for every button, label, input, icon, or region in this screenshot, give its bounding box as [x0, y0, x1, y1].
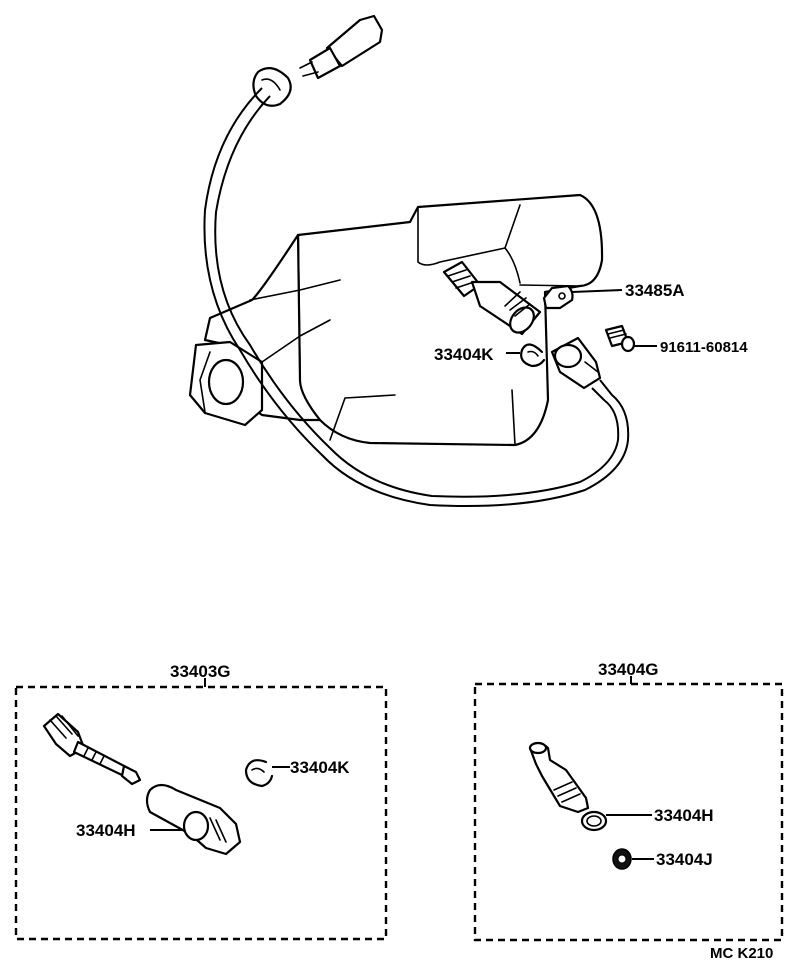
bolt-part — [604, 324, 657, 353]
kit-title-33404G: 33404G — [598, 660, 659, 679]
transmission-housing — [188, 193, 604, 447]
driven-gear-assembly — [442, 260, 542, 336]
part-label-91611-60814: 91611-60814 — [660, 339, 748, 356]
part-label-33404K-kit: 33404K — [290, 758, 350, 777]
kit-box-33404G: 33404G 33404H 33404J — [473, 660, 784, 942]
part-label-33485A: 33485A — [625, 281, 685, 300]
part-label-33404K-main: 33404K — [434, 345, 494, 364]
lock-plate-part — [542, 284, 623, 310]
part-label-33404H-right: 33404H — [654, 806, 714, 825]
kit-box-33403G: 33403G 33404H 33404K — [14, 662, 388, 941]
diagram-code: MC K210 — [710, 945, 773, 962]
part-label-33404J: 33404J — [656, 850, 713, 869]
kit-title-33403G: 33403G — [170, 662, 231, 681]
part-label-33404H-left: 33404H — [76, 821, 136, 840]
e-clip-part — [506, 343, 546, 368]
speedometer-cable — [203, 14, 630, 507]
